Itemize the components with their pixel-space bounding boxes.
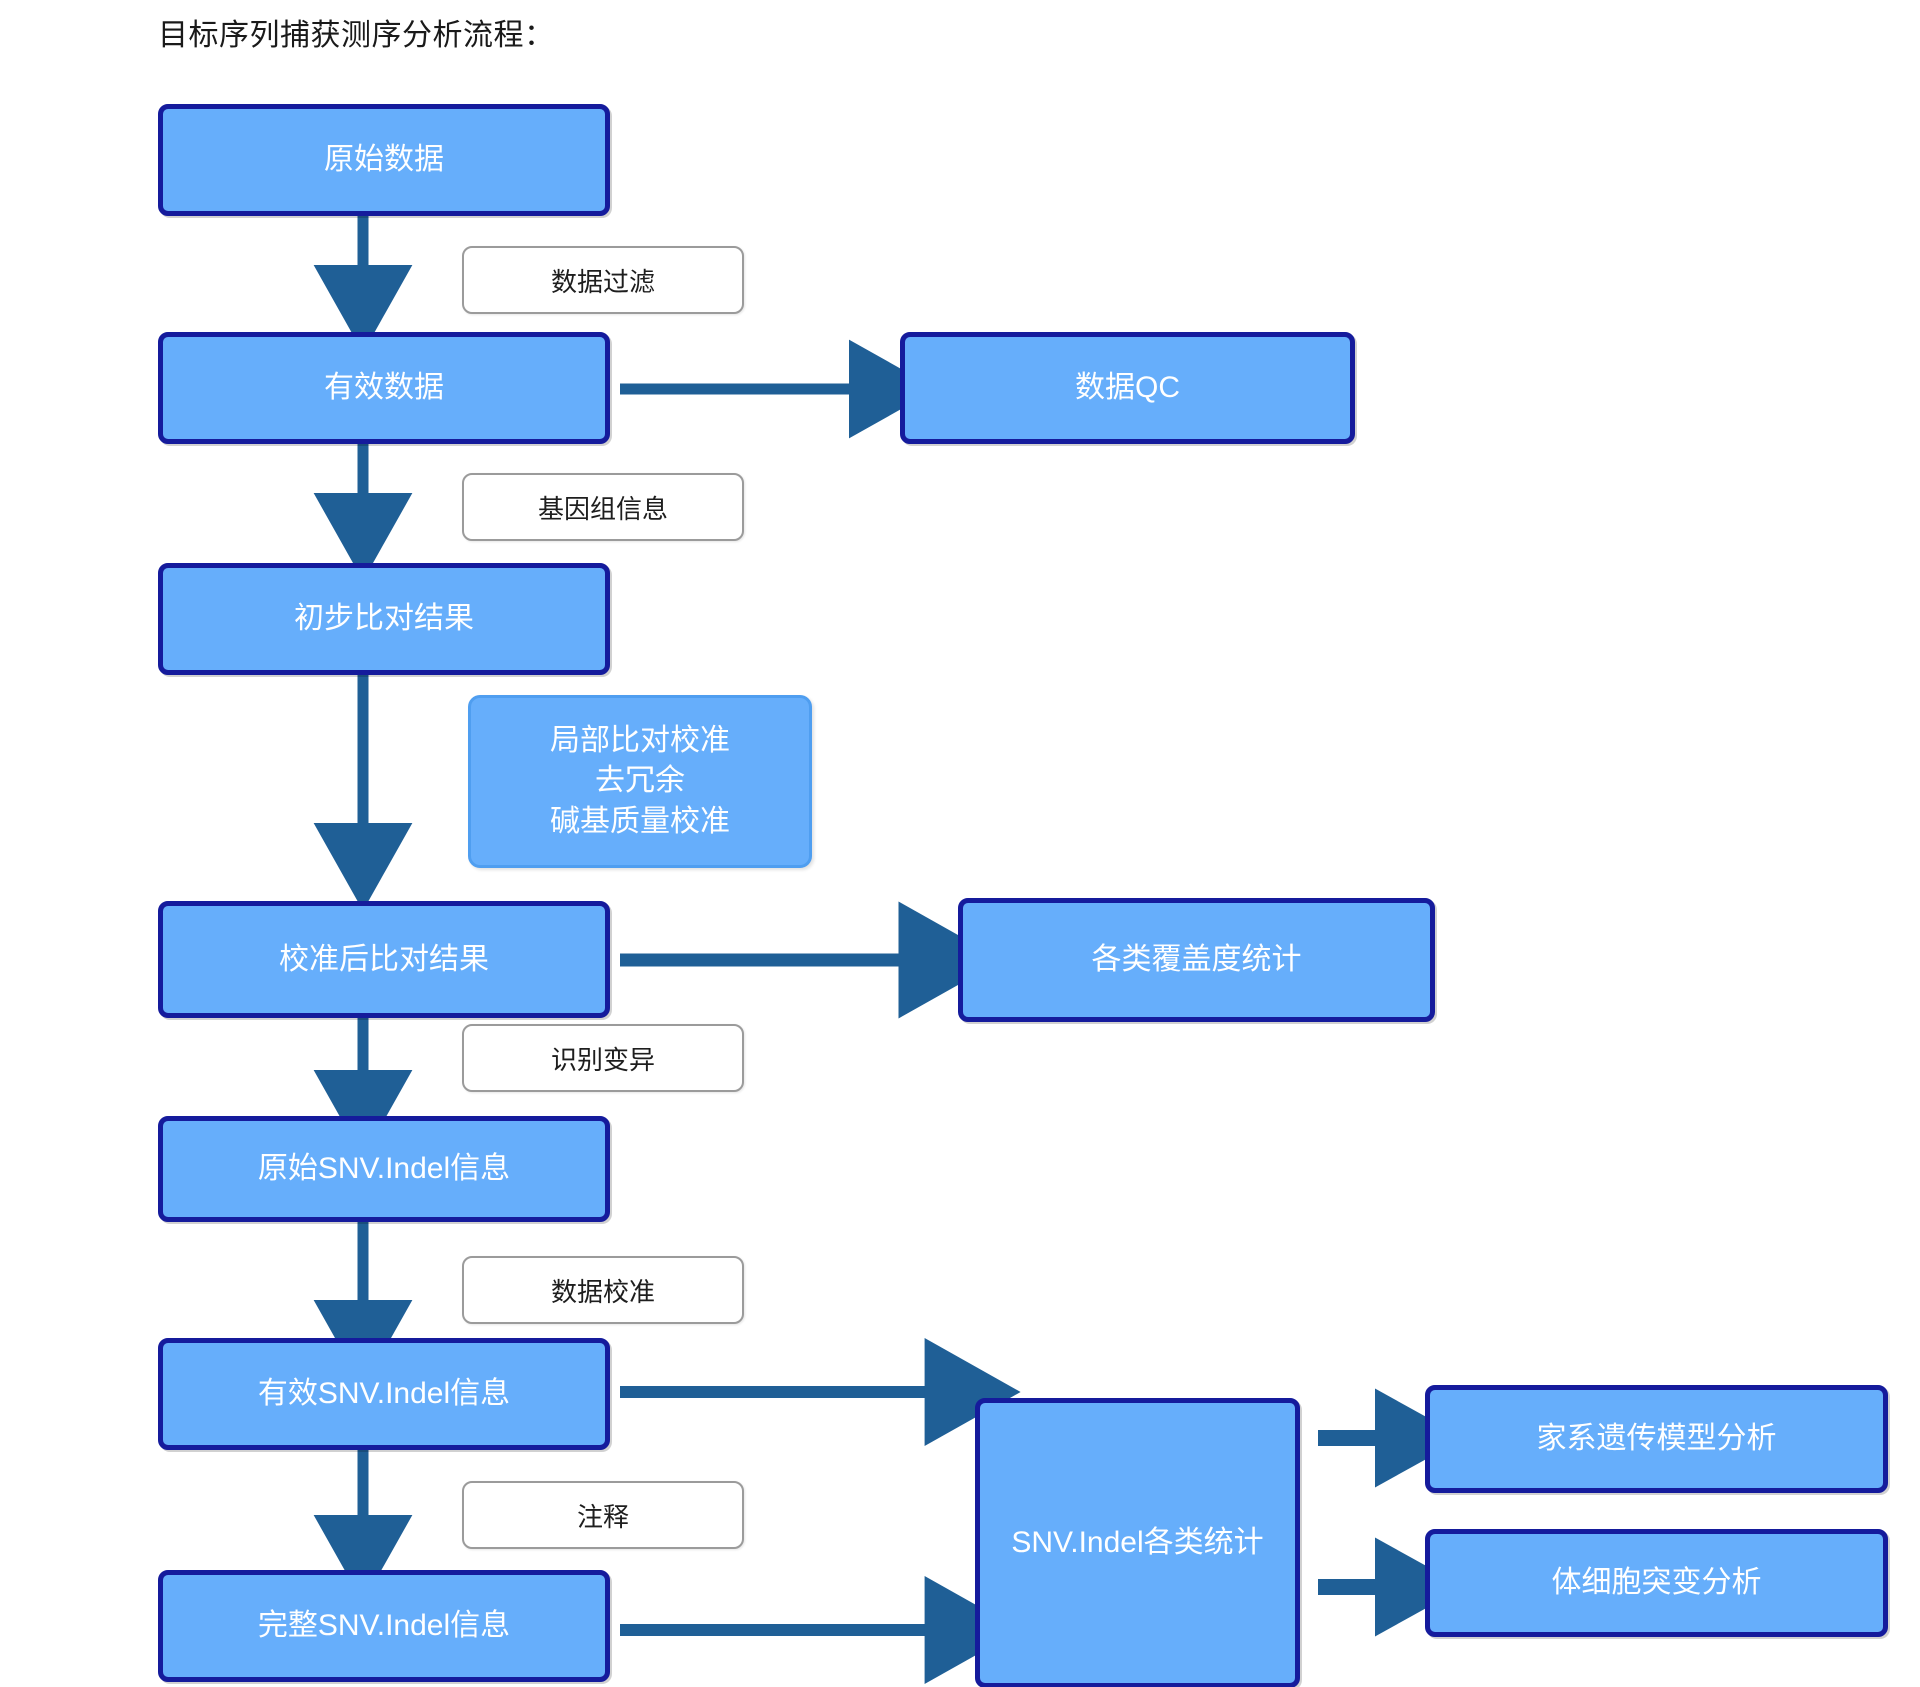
calibration-step-3: 碱基质量校准 <box>550 804 730 838</box>
node-calibrated-alignment[interactable]: 校准后比对结果 <box>158 901 610 1018</box>
page-title: 目标序列捕获测序分析流程： <box>158 19 555 52</box>
edge-label-data-filter-text: 数据过滤 <box>550 266 655 297</box>
node-valid-snv-indel-label: 有效SNV.Indel信息 <box>257 1377 511 1411</box>
node-valid-data-label: 有效数据 <box>324 371 444 405</box>
node-somatic-analysis[interactable]: 体细胞突变分析 <box>1425 1529 1888 1637</box>
edge-label-genome-info-text: 基因组信息 <box>537 493 668 524</box>
node-pedigree-analysis[interactable]: 家系遗传模型分析 <box>1425 1385 1888 1493</box>
node-snv-indel-stats[interactable]: SNV.Indel各类统计 <box>975 1398 1300 1687</box>
edge-label-genome-info: 基因组信息 <box>462 473 744 541</box>
edge-label-variant-calling: 识别变异 <box>462 1024 744 1092</box>
node-complete-snv-indel-label: 完整SNV.Indel信息 <box>257 1609 511 1643</box>
node-initial-alignment[interactable]: 初步比对结果 <box>158 563 610 675</box>
node-coverage-stats-label: 各类覆盖度统计 <box>1091 943 1302 977</box>
node-calibration-steps[interactable]: 局部比对校准 去冗余 碱基质量校准 <box>468 695 812 868</box>
node-valid-data[interactable]: 有效数据 <box>158 332 610 444</box>
node-pedigree-analysis-label: 家系遗传模型分析 <box>1536 1422 1777 1456</box>
calibration-step-2: 去冗余 <box>595 764 685 798</box>
edge-label-variant-calling-text: 识别变异 <box>550 1044 655 1075</box>
node-complete-snv-indel[interactable]: 完整SNV.Indel信息 <box>158 1570 610 1682</box>
node-raw-data-label: 原始数据 <box>324 143 444 177</box>
edge-label-data-calibration: 数据校准 <box>462 1256 744 1324</box>
node-coverage-stats[interactable]: 各类覆盖度统计 <box>958 898 1435 1022</box>
node-valid-snv-indel[interactable]: 有效SNV.Indel信息 <box>158 1338 610 1450</box>
edge-label-data-filter: 数据过滤 <box>462 246 744 314</box>
edge-label-annotation-text: 注释 <box>576 1501 629 1532</box>
node-data-qc[interactable]: 数据QC <box>900 332 1355 444</box>
node-raw-data[interactable]: 原始数据 <box>158 104 610 216</box>
node-raw-snv-indel[interactable]: 原始SNV.Indel信息 <box>158 1116 610 1222</box>
edge-label-data-calibration-text: 数据校准 <box>550 1276 655 1307</box>
node-somatic-analysis-label: 体细胞突变分析 <box>1551 1566 1762 1600</box>
node-initial-alignment-label: 初步比对结果 <box>294 602 474 636</box>
node-snv-indel-stats-label: SNV.Indel各类统计 <box>1011 1526 1264 1560</box>
node-calibrated-alignment-label: 校准后比对结果 <box>279 942 489 976</box>
edge-label-annotation: 注释 <box>462 1481 744 1549</box>
calibration-step-1: 局部比对校准 <box>550 723 730 757</box>
node-raw-snv-indel-label: 原始SNV.Indel信息 <box>257 1152 511 1186</box>
node-data-qc-label: 数据QC <box>1075 371 1180 405</box>
